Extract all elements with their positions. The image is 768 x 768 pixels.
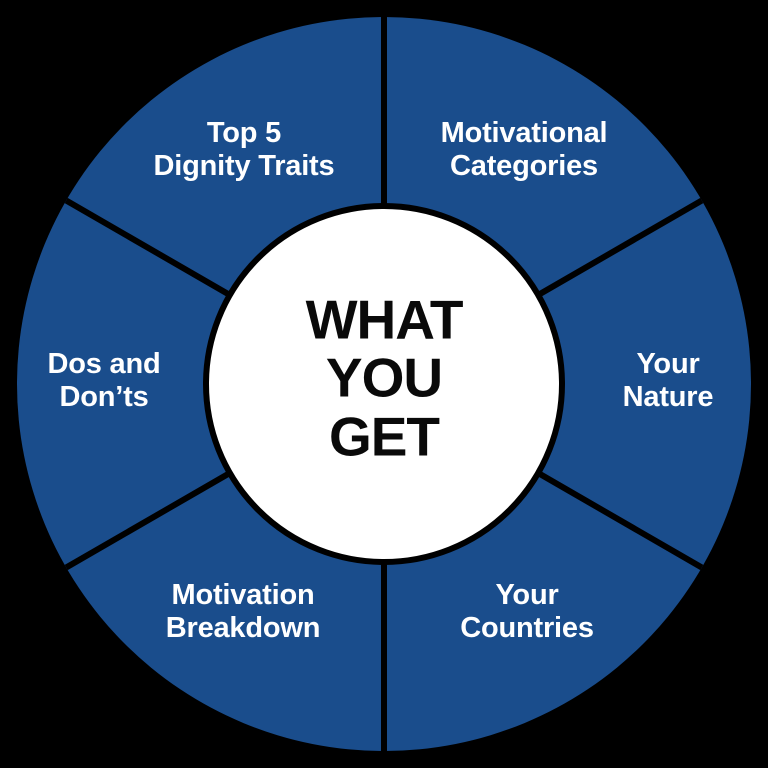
center-hub-title: WHAT YOU GET [305, 288, 464, 468]
segment-label-top-5-dignity-traits[interactable]: Top 5 Dignity Traits [153, 116, 335, 182]
segment-label-your-nature[interactable]: Your Nature [622, 347, 714, 413]
divider-30 [538, 197, 704, 297]
sector-dividers [64, 17, 704, 751]
center-hub-circle [203, 203, 565, 565]
segment-label-motivational-categories[interactable]: Motivational Categories [440, 116, 608, 182]
divider-150 [64, 197, 230, 297]
divider-330 [538, 471, 704, 571]
divider-210 [64, 471, 230, 571]
segment-label-dos-and-donts[interactable]: Dos and Don’ts [47, 347, 161, 413]
segment-label-motivation-breakdown[interactable]: Motivation Breakdown [165, 578, 321, 644]
segment-label-your-countries[interactable]: Your Countries [460, 578, 594, 644]
